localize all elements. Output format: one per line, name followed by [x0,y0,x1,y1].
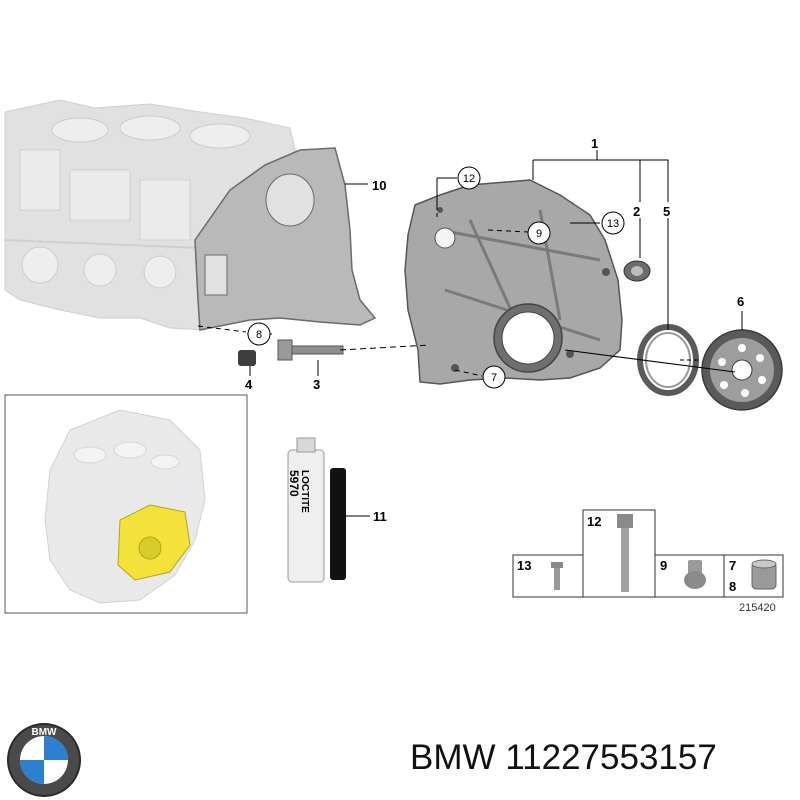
legend-cell-9: 9 [660,558,706,589]
sealant-tube-part-11: LOCTITE 5970 11 [287,437,387,583]
callout-13: 13 [601,211,625,235]
svg-text:9: 9 [536,228,542,240]
bmw-logo: BMW [7,723,81,797]
pulse-wheel-part-6 [701,329,783,411]
engine-location-inset [4,394,248,614]
svg-text:12: 12 [463,173,475,185]
timing-case-cover-part-1 [404,179,623,385]
callout-1: 1 [591,136,598,151]
engine-block [4,99,301,331]
svg-text:7: 7 [491,372,497,384]
callout-9: 9 [527,221,551,245]
svg-text:5: 5 [663,204,670,219]
svg-text:7: 7 [729,558,736,573]
legend-cell-12: 12 [587,514,633,592]
leader-lines [197,150,743,517]
callout-12: 12 [457,166,481,190]
svg-text:12: 12 [587,514,601,529]
fastener-legend: 13 12 9 7 8 215420 [512,509,784,614]
gasket-part-10 [194,147,377,331]
callout-2: 2 [633,204,640,219]
svg-text:9: 9 [660,558,667,573]
svg-text:3: 3 [313,377,320,392]
svg-text:13: 13 [517,558,531,573]
diagram-reference: 215420 [739,602,776,614]
callout-8: 8 [247,322,271,346]
footer-part-number: 11227553157 [505,738,717,777]
legend-cell-13: 13 [517,558,563,590]
svg-text:11: 11 [373,509,387,524]
callout-6: 6 [737,294,744,309]
svg-text:8: 8 [729,579,736,594]
small-ring-part-2 [623,260,651,282]
callout-7: 7 [482,365,506,389]
cap-part-4 [238,350,256,366]
sensor-part-3 [277,339,344,361]
tube-brand-text: LOCTITE [299,470,310,513]
logo-letters: BMW [32,727,58,738]
svg-text:13: 13 [607,218,619,230]
callout-5: 5 [663,204,670,219]
svg-text:6: 6 [737,294,744,309]
svg-text:8: 8 [256,329,262,341]
legend-cell-7-8: 7 8 [729,558,777,594]
callout-10: 10 [372,178,386,193]
callout-3: 3 [313,377,320,392]
footer-brand: BMW [410,738,496,777]
footer-part-info: BMW 11227553157 [410,738,790,782]
svg-text:1: 1 [591,136,598,151]
svg-text:4: 4 [245,377,253,392]
svg-text:2: 2 [633,204,640,219]
svg-text:10: 10 [372,178,386,193]
tube-product-text: 5970 [287,470,301,497]
callout-4: 4 [245,377,253,392]
